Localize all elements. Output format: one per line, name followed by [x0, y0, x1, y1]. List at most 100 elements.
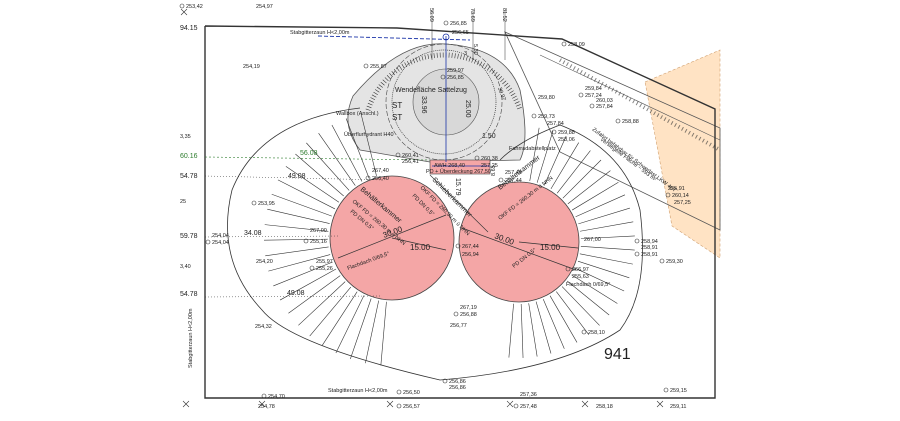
- spot-height-label: 256,94: [462, 252, 479, 258]
- dim-3396: 33.96: [420, 96, 427, 114]
- spot-height-label: 267,00: [310, 228, 327, 234]
- access-road: [504, 31, 721, 231]
- slope-hatch-line: [579, 253, 633, 265]
- slope-hatch-line: [536, 130, 554, 183]
- spot-height-label: 258,18: [596, 404, 613, 410]
- spot-height-label: 254,04: [212, 233, 229, 239]
- slope-hatch-line: [350, 298, 372, 360]
- sealed-area-label: Versiegelte Fläche ~ 593 m²: [599, 137, 658, 183]
- spot-height-label: 256,86: [449, 379, 466, 385]
- dim-1500a: 15.00: [410, 243, 431, 252]
- spot-height-marker: [365, 175, 371, 181]
- spot-height-label: 259,30: [666, 259, 683, 265]
- spot-height-marker: [442, 378, 448, 384]
- fence-label-bottom: Stabgitterzaun H<2,00m: [328, 388, 388, 394]
- slope-hatch-line: [580, 235, 635, 240]
- spot-height-label: 255,26: [316, 266, 333, 272]
- spot-height-marker: [531, 113, 537, 119]
- spot-height-label: 260,14: [672, 193, 689, 199]
- edge-label-5: 59.78: [180, 233, 198, 240]
- edge-label-3: 54.78: [180, 173, 198, 180]
- slope-hatch-line: [562, 159, 602, 199]
- spot-height-label: 260,41: [402, 153, 419, 159]
- spot-height-label: 259,73: [538, 114, 555, 120]
- spot-height-label: 259,11: [670, 404, 686, 410]
- slide-chamber-axis: [429, 174, 489, 233]
- spot-height-label: 258,91: [641, 252, 658, 258]
- dim-1579: 15.79: [454, 178, 461, 196]
- slope-hatch-line: [318, 132, 356, 186]
- boundary-cross-marker: [180, 8, 188, 16]
- spot-height-label: 257,25: [674, 200, 691, 206]
- slope-hatch-line: [556, 150, 591, 194]
- spot-height-label: 267,19: [460, 305, 477, 311]
- spot-height-label: 260,38: [481, 156, 498, 162]
- slope-hatch-line: [298, 281, 346, 326]
- slope-hatch-line: [365, 300, 379, 364]
- wallbox: Wallbox (Anschl.): [336, 111, 379, 117]
- slope-hatch-line: [580, 246, 635, 251]
- spot-height-label: 258,10: [588, 330, 605, 336]
- spot-height-marker: [578, 92, 584, 98]
- access-road-tick: [559, 58, 721, 152]
- spot-height-label: 253,95: [258, 201, 275, 207]
- spot-height-marker: [205, 239, 211, 245]
- spot-height-marker: [615, 118, 621, 124]
- slope-hatch-line: [380, 301, 387, 366]
- spot-height-marker: [251, 200, 257, 206]
- spot-height-marker: [455, 243, 461, 249]
- slope-hatch-line: [575, 194, 626, 218]
- turning-circle-inner: [391, 49, 497, 155]
- dim-150: 1.50: [482, 133, 496, 140]
- spot-height-label: 257,48: [520, 404, 537, 410]
- tank-right-diameter: [461, 227, 577, 271]
- dim-4908a: 49.08: [288, 173, 306, 180]
- spot-height-label: 258,88: [622, 119, 639, 125]
- slope-hatch-line: [520, 303, 524, 358]
- spot-height-marker: [453, 311, 459, 317]
- slope-hatch-line: [322, 291, 358, 346]
- st-label-2: ST: [392, 113, 402, 122]
- spot-height-label: 259,80: [538, 95, 555, 101]
- dim-530: 5.30: [472, 44, 478, 55]
- edge-label-0: 94.15: [180, 25, 198, 32]
- spot-height-label: 256,85: [447, 75, 464, 81]
- slope-hatch-line: [549, 295, 578, 343]
- spot-height-label: 257,40: [505, 170, 522, 176]
- st-label-1: ST: [392, 101, 402, 110]
- slope-hatch-line: [267, 208, 330, 224]
- slope-hatch-line: [561, 286, 600, 326]
- building-core: [429, 159, 491, 175]
- spot-height-marker: [440, 74, 446, 80]
- spot-height-label: 256,40: [372, 176, 389, 182]
- spot-height-label: 254,70: [268, 394, 285, 400]
- slope-hatch-line: [273, 261, 333, 287]
- slope-hatch-line: [288, 275, 341, 314]
- dim-5608: 56.08: [300, 150, 318, 157]
- slope-hatch-line: [556, 291, 590, 335]
- dim-1500b: 15.00: [540, 243, 561, 252]
- slope-hatch-line: [285, 166, 340, 203]
- spot-height-marker: [303, 238, 309, 244]
- slope-hatch-line: [309, 286, 352, 337]
- spot-height-label: 254,32: [255, 324, 272, 330]
- spot-height-label: 267,40: [372, 168, 389, 174]
- spot-height-marker: [261, 393, 267, 399]
- arrow-label: AWH 268,40: [434, 163, 465, 169]
- dim-3097: 30.97: [496, 87, 506, 102]
- spot-height-marker: [634, 238, 640, 244]
- slope-hatch-line: [279, 268, 337, 301]
- spot-height-label: 257,84: [596, 104, 613, 110]
- spot-height-label: 255,87: [370, 64, 387, 70]
- slope-hatch-line: [331, 124, 363, 182]
- turning-circle: [385, 43, 503, 161]
- spot-height-marker: [665, 192, 671, 198]
- tank-left-diameter: [337, 214, 447, 259]
- spot-height-marker: [179, 3, 185, 9]
- spot-height-label: 254,78: [258, 404, 275, 410]
- spot-height-marker: [309, 265, 315, 271]
- edge-label-7: 54.78: [180, 291, 198, 298]
- overflow-hydrant: Überflurhydrant H40: [344, 131, 394, 138]
